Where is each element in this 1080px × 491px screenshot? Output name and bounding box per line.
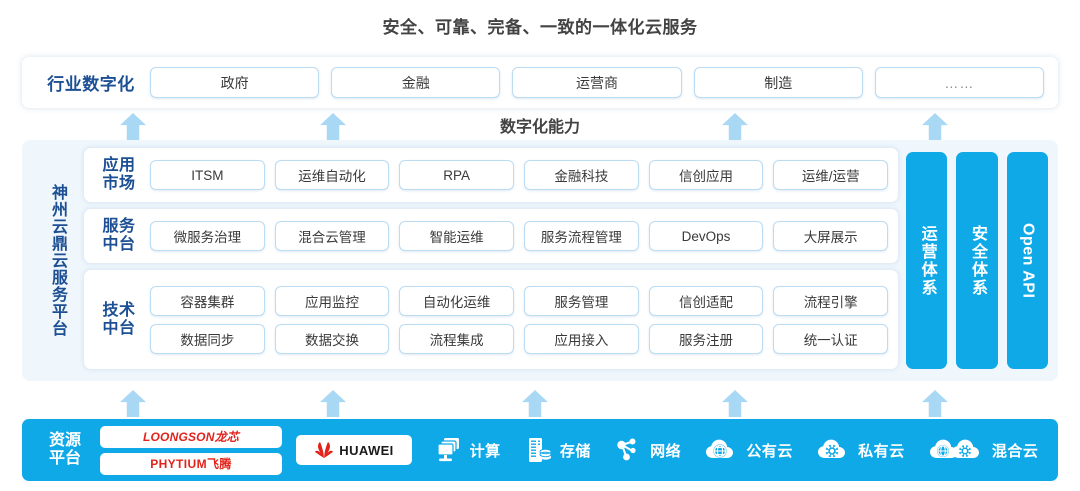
hybrid-cloud-icon <box>929 439 979 458</box>
industry-band: 行业数字化 政府 金融 运营商 制造 …… <box>22 57 1058 108</box>
cell-data-sync[interactable]: 数据同步 <box>150 323 265 354</box>
cell-fintech[interactable]: 金融科技 <box>524 160 639 190</box>
row-label-service-midend: 服务 中台 <box>88 218 150 254</box>
resource-item-label: 混合云 <box>991 442 1039 460</box>
compute-icon <box>437 438 459 462</box>
industry-item-operator[interactable]: 运营商 <box>512 67 682 98</box>
resource-label-line: 平台 <box>48 450 81 467</box>
row-cells-tech-midend: 容器集群 应用监控 自动化运维 服务管理 信创适配 流程引擎 数据同步 数据交换… <box>150 285 889 354</box>
pillar-security-system[interactable]: 安全体系 <box>956 152 998 369</box>
resource-band: 资源 平台 LOONGSON龙芯 PHYTIUM飞腾 HUAWEI <box>22 419 1058 481</box>
cell-process-integration[interactable]: 流程集成 <box>399 323 515 354</box>
cell-line: 微服务治理 混合云管理 智能运维 服务流程管理 DevOps 大屏展示 <box>150 221 889 251</box>
industry-item-manufacturing[interactable]: 制造 <box>693 67 863 98</box>
platform-row-app-market: 应用 市场 ITSM 运维自动化 RPA 金融科技 信创应用 运维/运营 <box>84 148 898 202</box>
industry-item-government[interactable]: 政府 <box>150 67 320 98</box>
resource-item-compute[interactable]: 计算 <box>434 436 501 464</box>
cell-automated-ops[interactable]: 自动化运维 <box>399 285 515 316</box>
platform-rows: 应用 市场 ITSM 运维自动化 RPA 金融科技 信创应用 运维/运营 <box>84 148 898 373</box>
cell-itsm[interactable]: ITSM <box>150 160 265 190</box>
resource-items: 计算 存储 <box>412 436 1050 464</box>
cell-microservice-governance[interactable]: 微服务治理 <box>150 221 265 251</box>
resource-item-label: 公有云 <box>746 442 793 460</box>
up-arrow-icon <box>120 390 146 417</box>
resource-item-private-cloud[interactable]: 私有云 <box>816 436 905 464</box>
resource-item-storage[interactable]: 存储 <box>524 436 591 464</box>
resource-item-label: 存储 <box>559 442 591 460</box>
cell-hybrid-cloud-mgmt[interactable]: 混合云管理 <box>274 221 390 251</box>
cell-app-monitoring[interactable]: 应用监控 <box>274 285 390 316</box>
up-arrow-icon <box>320 390 346 417</box>
row-cells-app-market: ITSM 运维自动化 RPA 金融科技 信创应用 运维/运营 <box>150 160 889 190</box>
cell-devops[interactable]: DevOps <box>648 221 764 251</box>
cell-unified-auth[interactable]: 统一认证 <box>773 323 889 354</box>
up-arrow-icon <box>922 390 948 417</box>
resource-item-network[interactable]: 网络 <box>614 436 681 464</box>
resource-label-line: 资源 <box>48 431 81 449</box>
capability-label: 数字化能力 <box>499 119 580 136</box>
row-label-line: 中台 <box>102 319 136 337</box>
row-label-line: 市场 <box>102 175 136 192</box>
up-arrow-icon <box>722 390 748 417</box>
industry-items: 政府 金融 运营商 制造 …… <box>150 67 1048 98</box>
page-title: 安全、可靠、完备、一致的一体化云服务 <box>382 18 698 37</box>
loongson-logo[interactable]: LOONGSON龙芯 <box>100 425 282 448</box>
cell-dashboard-display[interactable]: 大屏展示 <box>773 221 889 251</box>
resource-band-label: 资源 平台 <box>34 432 96 469</box>
row-label-line: 技术 <box>102 301 136 319</box>
cell-line: ITSM 运维自动化 RPA 金融科技 信创应用 运维/运营 <box>150 160 889 190</box>
industry-item-finance[interactable]: 金融 <box>331 67 501 98</box>
cell-data-exchange[interactable]: 数据交换 <box>274 323 390 354</box>
resource-item-label: 私有云 <box>858 442 905 460</box>
row-label-tech-midend: 技术 中台 <box>88 302 150 338</box>
resource-item-label: 网络 <box>650 442 682 460</box>
industry-band-label: 行业数字化 <box>47 75 135 94</box>
pillar-open-api[interactable]: Open API <box>1006 152 1048 369</box>
up-arrow-icon <box>522 390 548 417</box>
industry-item-more[interactable]: …… <box>874 67 1045 98</box>
huawei-wordmark: HUAWEI <box>339 442 394 458</box>
cell-service-mgmt[interactable]: 服务管理 <box>524 285 639 316</box>
cell-container-cluster[interactable]: 容器集群 <box>150 285 265 316</box>
chip-vendor-logos: LOONGSON龙芯 PHYTIUM飞腾 <box>96 425 282 475</box>
cell-ops-automation[interactable]: 运维自动化 <box>274 160 390 190</box>
cell-process-engine[interactable]: 流程引擎 <box>773 285 889 316</box>
row-label-line: 中台 <box>102 236 136 253</box>
cell-intelligent-ops[interactable]: 智能运维 <box>399 221 515 251</box>
network-icon <box>617 438 636 461</box>
platform-row-tech-midend: 技术 中台 容器集群 应用监控 自动化运维 服务管理 信创适配 流程引擎 数据同… <box>84 270 898 369</box>
resource-item-public-cloud[interactable]: 公有云 <box>704 436 793 464</box>
platform-label: 神州云鼎云服务平台 <box>49 184 66 337</box>
row-label-app-market: 应用 市场 <box>88 157 150 193</box>
resource-item-label: 计算 <box>469 442 501 460</box>
cell-line: 容器集群 应用监控 自动化运维 服务管理 信创适配 流程引擎 <box>150 285 889 316</box>
public-cloud-icon <box>706 439 734 458</box>
huawei-logo[interactable]: HUAWEI <box>296 435 412 465</box>
storage-icon <box>528 438 552 462</box>
cell-app-access[interactable]: 应用接入 <box>524 323 639 354</box>
cell-innovation-apps[interactable]: 信创应用 <box>648 160 764 190</box>
cell-rpa[interactable]: RPA <box>399 160 515 190</box>
huawei-flower-icon <box>315 442 334 458</box>
cell-service-registry[interactable]: 服务注册 <box>648 323 764 354</box>
private-cloud-icon <box>818 439 846 458</box>
platform-row-service-midend: 服务 中台 微服务治理 混合云管理 智能运维 服务流程管理 DevOps 大屏展… <box>84 209 898 263</box>
row-label-line: 服务 <box>102 218 136 236</box>
cell-innovation-adaptation[interactable]: 信创适配 <box>648 285 764 316</box>
cell-ops-operations[interactable]: 运维/运营 <box>773 160 889 190</box>
row-cells-service-midend: 微服务治理 混合云管理 智能运维 服务流程管理 DevOps 大屏展示 <box>150 221 889 251</box>
cell-service-process-mgmt[interactable]: 服务流程管理 <box>524 221 639 251</box>
cell-line: 数据同步 数据交换 流程集成 应用接入 服务注册 统一认证 <box>150 323 889 354</box>
resource-item-hybrid-cloud[interactable]: 混合云 <box>928 436 1039 464</box>
phytium-logo[interactable]: PHYTIUM飞腾 <box>100 452 282 475</box>
pillar-operations-system[interactable]: 运营体系 <box>906 152 948 369</box>
row-label-line: 应用 <box>102 157 136 175</box>
platform-pillars: 运营体系 安全体系 Open API <box>906 148 1048 373</box>
platform-panel: 神州云鼎云服务平台 应用 市场 ITSM 运维自动化 RPA 金融科技 信创应用… <box>22 140 1058 381</box>
